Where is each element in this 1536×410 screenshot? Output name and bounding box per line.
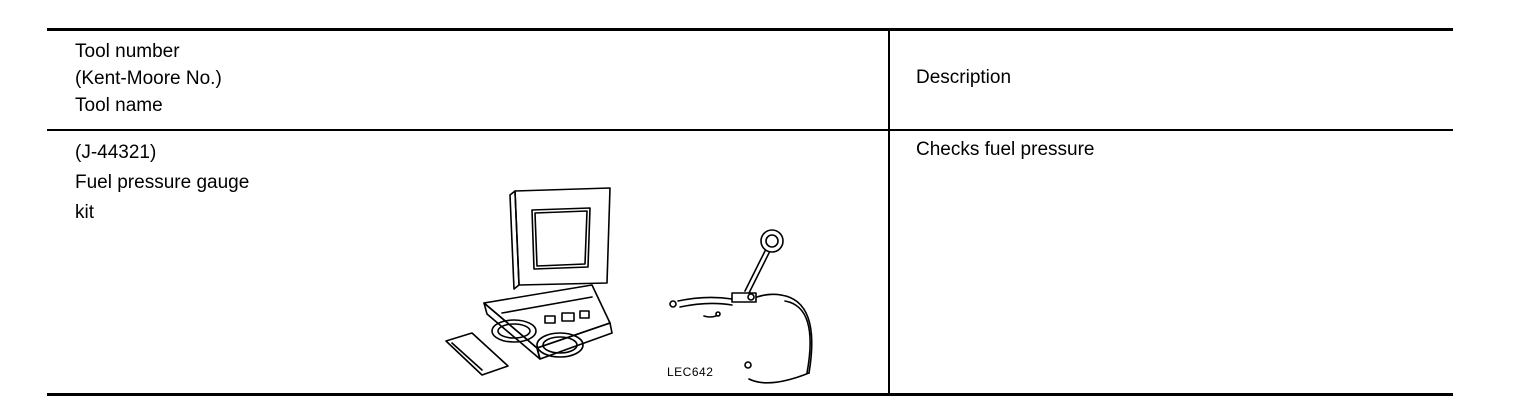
row-kent-moore-number: (J-44321)	[75, 142, 157, 163]
header-tool-name: Tool name	[75, 95, 163, 116]
fuel-pressure-gauge-kit-illustration	[445, 187, 813, 384]
row-description: Checks fuel pressure	[916, 139, 1095, 160]
header-tool-column: Tool number (Kent-Moore No.) Tool name	[75, 38, 222, 119]
header-description: Description	[916, 67, 1012, 88]
header-kent-moore-no: (Kent-Moore No.)	[75, 68, 222, 89]
table-top-rule	[47, 28, 1453, 31]
row-tool-cell: (J-44321) Fuel pressure gauge kit	[75, 138, 249, 228]
table-column-divider	[888, 28, 890, 394]
table-header-rule	[47, 129, 1453, 131]
header-tool-number: Tool number	[75, 41, 180, 62]
row-tool-name-line-2: kit	[75, 202, 94, 223]
special-tool-table: Tool number (Kent-Moore No.) Tool name D…	[47, 28, 1453, 396]
table-bottom-rule	[47, 393, 1453, 396]
row-tool-name-line-1: Fuel pressure gauge	[75, 172, 250, 193]
illustration-code: LEC642	[667, 365, 714, 379]
